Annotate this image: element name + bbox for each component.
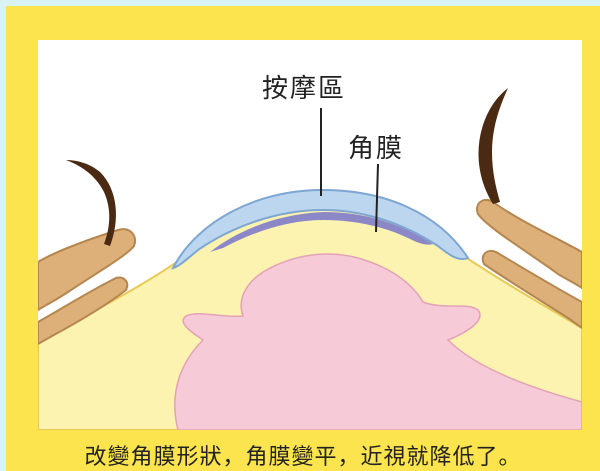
- caption: 改變角膜形狀，角膜變平，近視就降低了。: [6, 439, 600, 471]
- diagram-panel: 按摩區 角膜: [38, 40, 582, 430]
- left-eyelash: [66, 160, 116, 246]
- cornea-label: 角膜: [348, 128, 404, 165]
- yellow-frame: 按摩區 角膜 改變角膜形狀，角膜變平，近視就降低了。: [6, 6, 600, 471]
- massage-zone-label: 按摩區: [262, 68, 346, 105]
- right-eyelash: [478, 88, 508, 204]
